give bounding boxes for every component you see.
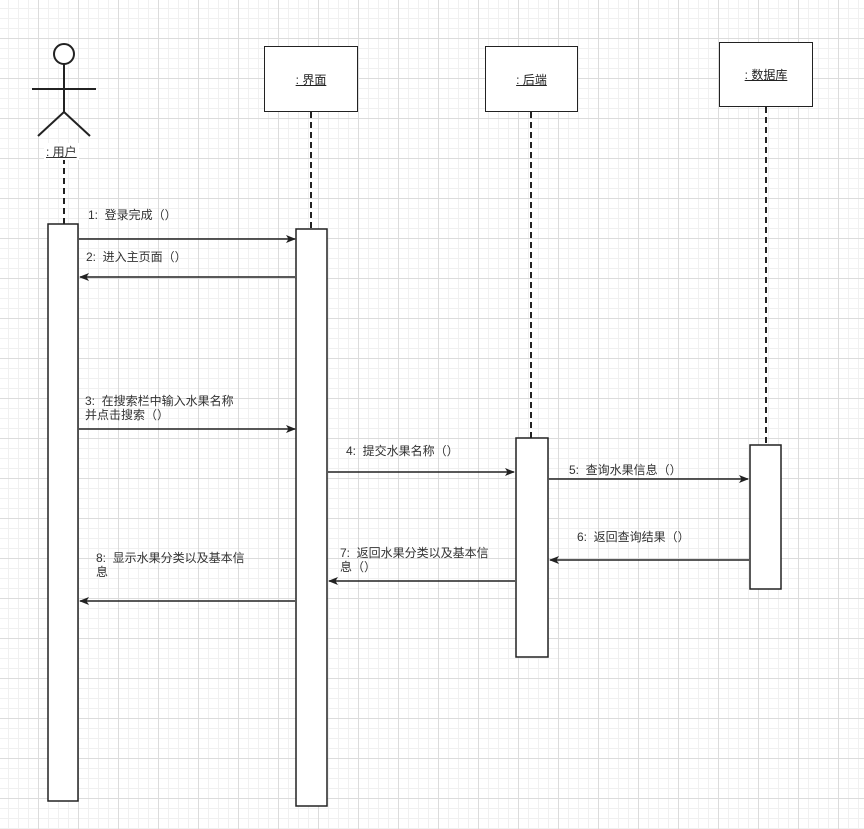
message-8-label: 8: 显示水果分类以及基本信 息 [96, 551, 245, 579]
database-activation [749, 444, 782, 590]
ui-participant-box: : 界面 [264, 46, 358, 112]
message-5-label: 5: 查询水果信息（） [569, 463, 682, 477]
ui-activation [295, 228, 328, 807]
message-1-label: 1: 登录完成（） [88, 208, 177, 222]
ui-participant-label: : 界面 [295, 72, 327, 87]
backend-activation [515, 437, 549, 658]
user-actor-icon [32, 43, 96, 137]
user-actor-label: : 用户 [44, 143, 79, 160]
user-activation [47, 223, 79, 802]
message-6-label: 6: 返回查询结果（） [577, 530, 690, 544]
database-participant-box: : 数据库 [719, 42, 813, 107]
backend-participant-box: : 后端 [485, 46, 578, 112]
message-2-label: 2: 进入主页面（） [86, 250, 187, 264]
database-participant-label: : 数据库 [744, 68, 788, 82]
message-7-label: 7: 返回水果分类以及基本信 息（） [340, 546, 489, 574]
message-4-label: 4: 提交水果名称（） [346, 444, 459, 458]
message-3-label: 3: 在搜索栏中输入水果名称 并点击搜索（） [85, 394, 234, 422]
backend-participant-label: : 后端 [516, 72, 547, 87]
